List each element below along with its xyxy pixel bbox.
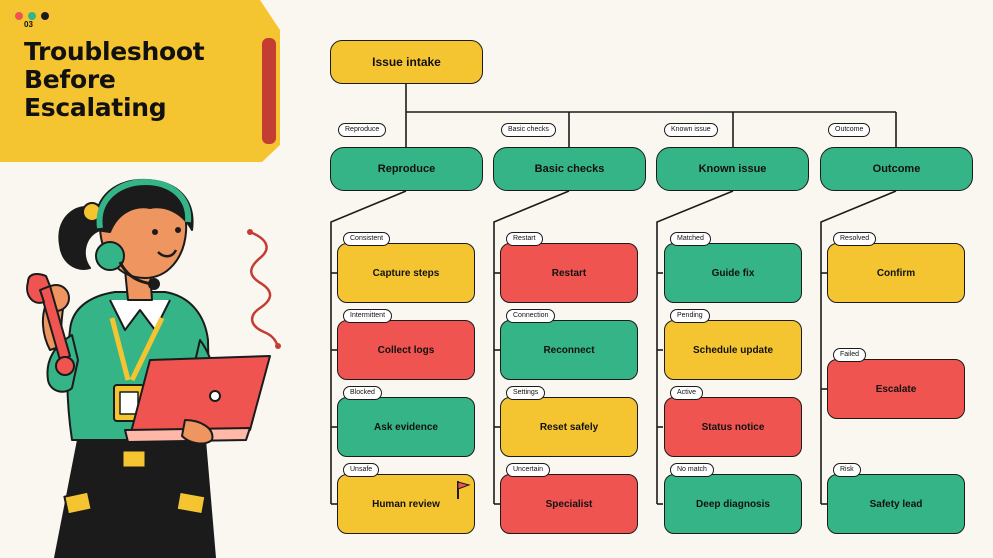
condition-tag-risk: Risk [833, 463, 861, 477]
leaf-node-human-review: Human review [337, 474, 475, 534]
leaf-node-deep-diagnosis: Deep diagnosis [664, 474, 802, 534]
branch-node-label: Reproduce [377, 163, 436, 175]
leaf-node-label: Collect logs [377, 344, 435, 356]
condition-tag-settings: Settings [506, 386, 546, 400]
condition-tag-pending: Pending [670, 309, 710, 323]
edge-label-known-issue: Known issue [664, 123, 718, 137]
branch-node-reproduce: Reproduce [330, 147, 483, 191]
accent-bar [262, 38, 276, 144]
page-title: Troubleshoot Before Escalating [24, 37, 205, 122]
leaf-node-label: Capture steps [372, 267, 440, 279]
connector-line [820, 190, 897, 504]
title-panel [0, 0, 280, 162]
condition-tag-resolved: Resolved [833, 232, 877, 246]
leaf-node-label: Human review [372, 498, 440, 510]
leaf-node-label: Ask evidence [374, 421, 438, 433]
leaf-node-collect-logs: Collect logs [337, 320, 475, 380]
leaf-node-label: Schedule update [692, 344, 773, 356]
condition-tag-unsafe: Unsafe [343, 463, 380, 477]
connector-line [656, 190, 734, 504]
leaf-node-label: Restart [551, 267, 587, 279]
connector-line [493, 190, 570, 504]
leaf-node-label: Safety lead [869, 498, 923, 510]
leaf-node-capture-steps: Capture steps [337, 243, 475, 303]
branch-node-known-issue: Known issue [656, 147, 809, 191]
branch-node-label: Outcome [872, 163, 921, 175]
title-line: Before [24, 65, 116, 94]
leaf-node-label: Reconnect [543, 344, 595, 356]
condition-tag-restart: Restart [506, 232, 543, 246]
support-agent-illustration [26, 178, 271, 558]
black-dot [41, 12, 49, 20]
root-node-issue-intake: Issue intake [330, 40, 483, 84]
condition-tag-no-match: No match [670, 463, 714, 477]
leaf-node-label: Reset safely [539, 421, 599, 433]
edge-label-outcome: Outcome [828, 123, 871, 137]
leaf-node-ask-evidence: Ask evidence [337, 397, 475, 457]
leaf-node-schedule-update: Schedule update [664, 320, 802, 380]
title-line: Escalating [24, 93, 167, 122]
branch-node-outcome: Outcome [820, 147, 973, 191]
leaf-node-safety-lead: Safety lead [827, 474, 965, 534]
leaf-node-label: Specialist [545, 498, 593, 510]
root-node-label: Issue intake [372, 55, 441, 69]
condition-tag-intermittent: Intermittent [343, 309, 393, 323]
branch-node-label: Basic checks [534, 163, 605, 175]
leaf-node-specialist: Specialist [500, 474, 638, 534]
leaf-node-label: Deep diagnosis [696, 498, 770, 510]
leaf-node-escalate: Escalate [827, 359, 965, 419]
leaf-node-label: Escalate [875, 383, 917, 395]
flag-icon [457, 481, 471, 499]
leaf-node-label: Confirm [876, 267, 916, 279]
condition-tag-consistent: Consistent [343, 232, 391, 246]
condition-tag-connection: Connection [506, 309, 556, 323]
green-dot [28, 12, 36, 20]
leaf-node-label: Status notice [701, 421, 765, 433]
leaf-node-status-notice: Status notice [664, 397, 802, 457]
title-line: Troubleshoot [24, 37, 205, 66]
leaf-node-guide-fix: Guide fix [664, 243, 802, 303]
leaf-node-label: Guide fix [711, 267, 755, 279]
condition-tag-active: Active [670, 386, 704, 400]
leaf-node-reset-safely: Reset safely [500, 397, 638, 457]
leaf-node-restart: Restart [500, 243, 638, 303]
leaf-node-reconnect: Reconnect [500, 320, 638, 380]
branch-node-label: Known issue [698, 163, 767, 175]
condition-tag-blocked: Blocked [343, 386, 382, 400]
edge-label-basic-checks: Basic checks [501, 123, 556, 137]
connector-line [330, 190, 407, 504]
condition-tag-uncertain: Uncertain [506, 463, 550, 477]
edge-label-reproduce: Reproduce [338, 123, 387, 137]
branch-node-basic-checks: Basic checks [493, 147, 646, 191]
condition-tag-failed: Failed [833, 348, 867, 362]
condition-tag-matched: Matched [670, 232, 711, 246]
squiggle-decoration [247, 229, 281, 349]
red-dot [15, 12, 23, 20]
slide-number: 03 [24, 20, 33, 29]
leaf-node-confirm: Confirm [827, 243, 965, 303]
